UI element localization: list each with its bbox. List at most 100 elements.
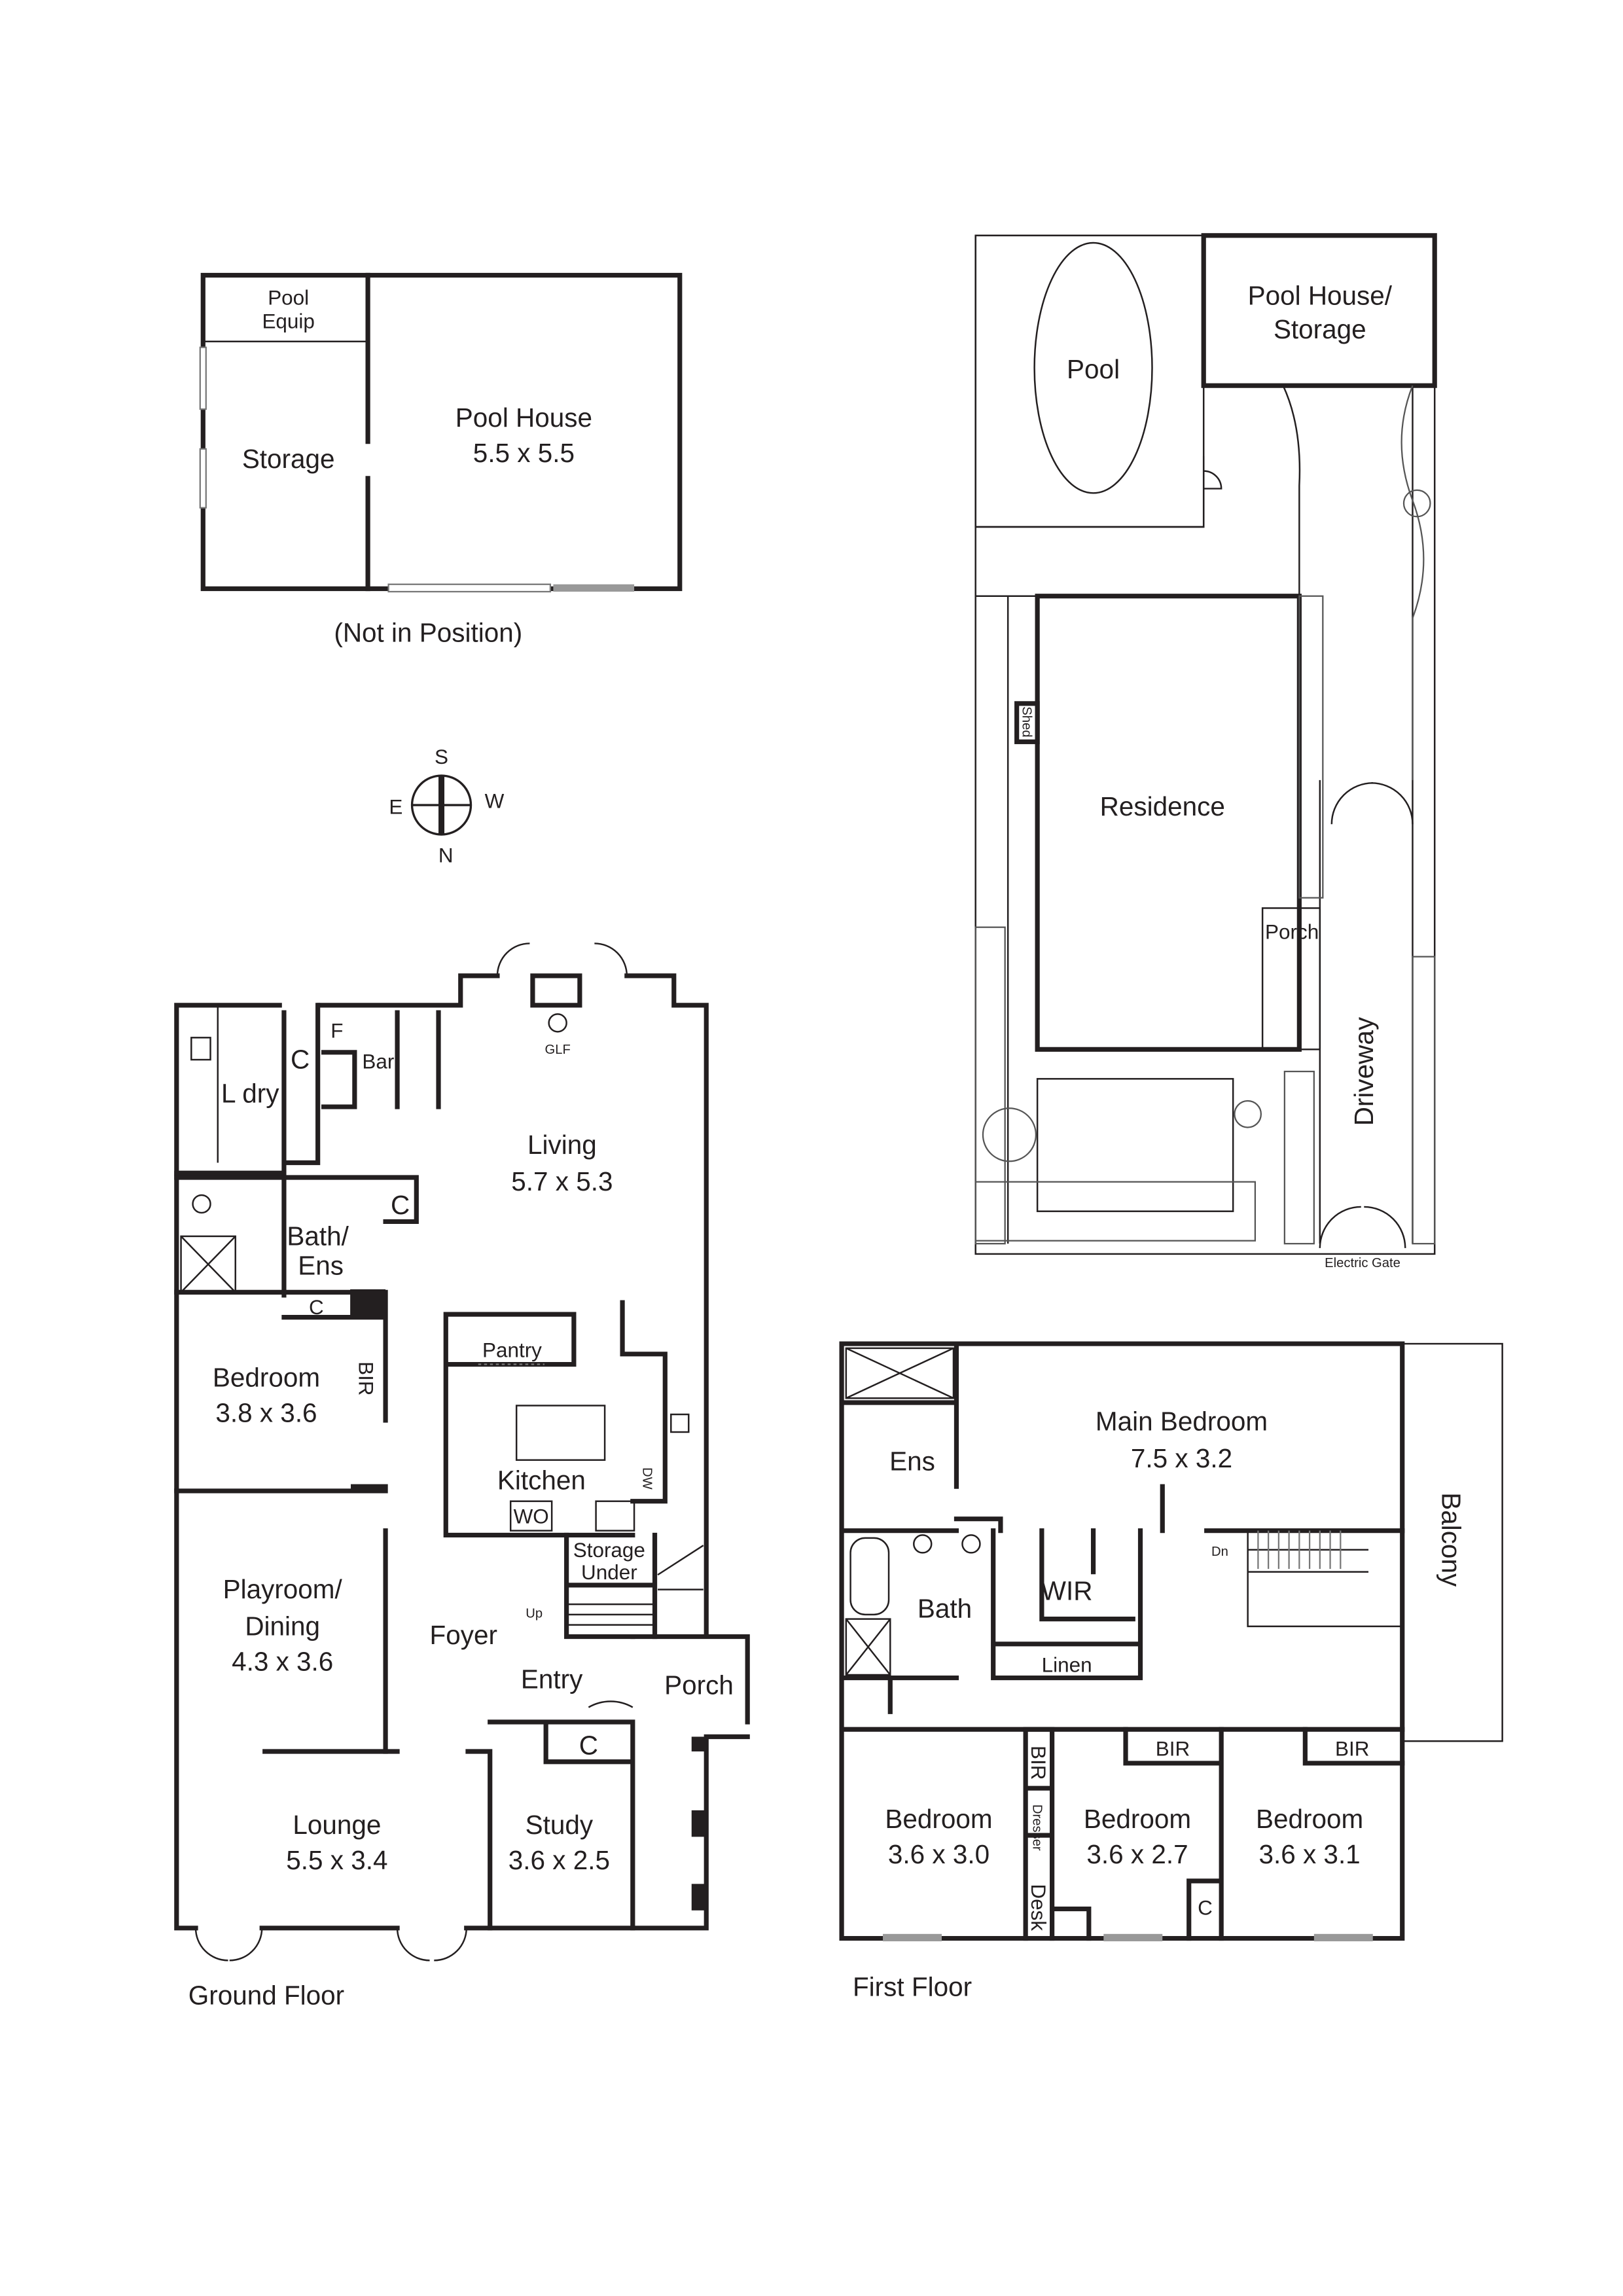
label-bir: BIR xyxy=(1027,1746,1050,1780)
room-size-study: 3.6 x 2.5 xyxy=(508,1845,610,1875)
compass: S E W N xyxy=(389,745,504,867)
garden-bed xyxy=(1412,956,1436,1245)
label-dn: Dn xyxy=(1211,1545,1228,1559)
column xyxy=(350,1289,386,1319)
kitchen-island xyxy=(515,1405,606,1461)
label-c: C xyxy=(391,1190,410,1220)
ground-floor-plan: GLF C F Bar L dry Living 5.7 x 5.3 C Bat… xyxy=(174,942,750,2011)
site-label-residence: Residence xyxy=(1100,791,1225,821)
sink xyxy=(670,1413,690,1433)
room-label-ens: Ens xyxy=(889,1446,935,1476)
label-linen: Linen xyxy=(1042,1654,1092,1677)
label-bar: Bar xyxy=(362,1050,394,1073)
tree-icon xyxy=(1402,489,1431,518)
label-desk: Desk xyxy=(1027,1884,1050,1931)
window xyxy=(199,448,207,509)
site-label-pool: Pool xyxy=(1067,354,1120,384)
pool-house-plan: Pool Equip Storage Pool House 5.5 x 5.5 … xyxy=(199,272,683,647)
first-floor-plan: Balcony Main Bedroom 7.5 x 3.2 Ens Bath … xyxy=(839,1341,1503,2001)
label-wo: WO xyxy=(514,1505,549,1528)
room-label-foyer: Foyer xyxy=(430,1620,497,1650)
site-label-driveway: Driveway xyxy=(1349,1016,1379,1126)
room-label-main-bedroom: Main Bedroom xyxy=(1096,1407,1268,1437)
fireplace xyxy=(530,973,582,1008)
room-size-bedroom: 3.8 x 3.6 xyxy=(215,1397,317,1427)
sliding-door xyxy=(387,583,552,593)
tree-icon xyxy=(1234,1100,1262,1128)
label-up: Up xyxy=(526,1606,543,1621)
compass-east: E xyxy=(389,796,402,819)
shed xyxy=(1014,701,1040,744)
room-size-playroom: 4.3 x 3.6 xyxy=(232,1646,333,1676)
room-label-pool-equip: Pool xyxy=(268,286,309,309)
residence xyxy=(1035,594,1302,1052)
label-storage-under: Storage xyxy=(573,1539,645,1562)
room-label-bedroom: Bedroom xyxy=(1256,1804,1363,1834)
window xyxy=(199,346,207,410)
room-size-living: 5.7 x 5.3 xyxy=(511,1166,613,1196)
ground-floor-caption: Ground Floor xyxy=(188,1981,344,2011)
room-label-laundry: L dry xyxy=(221,1078,279,1108)
label-dresser: Dresser xyxy=(1029,1804,1044,1851)
balcony xyxy=(1401,1342,1503,1742)
garden-bed xyxy=(974,1181,1257,1242)
label-bir: BIR xyxy=(1156,1738,1190,1761)
room-label-lounge: Lounge xyxy=(293,1810,381,1840)
compass-west: W xyxy=(485,790,505,813)
label-storage-under: Under xyxy=(581,1561,637,1584)
room-label-playroom: Playroom/ xyxy=(223,1574,343,1604)
room-size-main-bedroom: 7.5 x 3.2 xyxy=(1131,1443,1232,1473)
room-label-study: Study xyxy=(526,1810,594,1840)
site-label-pool-house: Storage xyxy=(1274,314,1366,344)
label-pantry: Pantry xyxy=(482,1338,542,1361)
room-label-storage: Storage xyxy=(242,444,335,474)
bathtub xyxy=(849,1537,890,1616)
staircase xyxy=(1247,1530,1402,1628)
site-label-porch: Porch xyxy=(1265,921,1319,944)
room-label-bedroom: Bedroom xyxy=(1084,1804,1191,1834)
label-glf: GLF xyxy=(544,1043,570,1057)
room-size-bedroom: 3.6 x 3.0 xyxy=(888,1839,990,1869)
room-label-playroom: Dining xyxy=(245,1611,320,1641)
room-label-bath-ens: Ens xyxy=(298,1250,344,1280)
label-f: F xyxy=(330,1019,343,1042)
exterior-walls xyxy=(174,973,750,1931)
room-label-wir: WIR xyxy=(1041,1575,1093,1605)
room-size-bedroom: 3.6 x 3.1 xyxy=(1258,1839,1360,1869)
site-label-shed: Shed xyxy=(1020,706,1034,737)
label-c: C xyxy=(1198,1897,1213,1920)
garden-bed xyxy=(1283,1070,1315,1245)
exterior-walls xyxy=(839,1341,1405,1941)
label-c: C xyxy=(291,1045,310,1075)
room-label-entry: Entry xyxy=(521,1664,583,1694)
label-bir: BIR xyxy=(355,1361,378,1395)
label-balcony: Balcony xyxy=(1436,1492,1466,1587)
label-c: C xyxy=(309,1296,324,1319)
cooktop-icon xyxy=(595,1500,635,1532)
tree-icon xyxy=(982,1107,1037,1162)
label-bir: BIR xyxy=(1335,1738,1369,1761)
room-label-pool-equip: Equip xyxy=(262,310,314,332)
first-floor-caption: First Floor xyxy=(853,1971,972,2001)
site-plan: Pool Pool House/ Storage Residence Shed … xyxy=(974,233,1437,1270)
site-label-electric-gate: Electric Gate xyxy=(1325,1256,1400,1270)
compass-south: S xyxy=(435,745,448,768)
room-label-bath: Bath xyxy=(918,1593,972,1623)
room-size-bedroom: 3.6 x 2.7 xyxy=(1086,1839,1188,1869)
room-label-bedroom: Bedroom xyxy=(885,1804,992,1834)
room-label-porch: Porch xyxy=(664,1670,734,1700)
room-size-lounge: 5.5 x 3.4 xyxy=(286,1845,387,1875)
room-size-pool-house: 5.5 x 5.5 xyxy=(473,438,575,468)
site-pool-house xyxy=(1201,233,1437,388)
garden-bed xyxy=(1298,595,1324,899)
garden-bed xyxy=(1400,385,1425,780)
pool-house-caption: (Not in Position) xyxy=(334,617,522,647)
room-label-pool-house: Pool House xyxy=(455,403,592,433)
pool xyxy=(1033,242,1153,494)
window xyxy=(553,584,635,592)
room-label-bath-ens: Bath/ xyxy=(287,1221,349,1251)
room-label-living: Living xyxy=(527,1130,597,1160)
label-c: C xyxy=(579,1730,598,1760)
courtyard xyxy=(1036,1078,1234,1212)
